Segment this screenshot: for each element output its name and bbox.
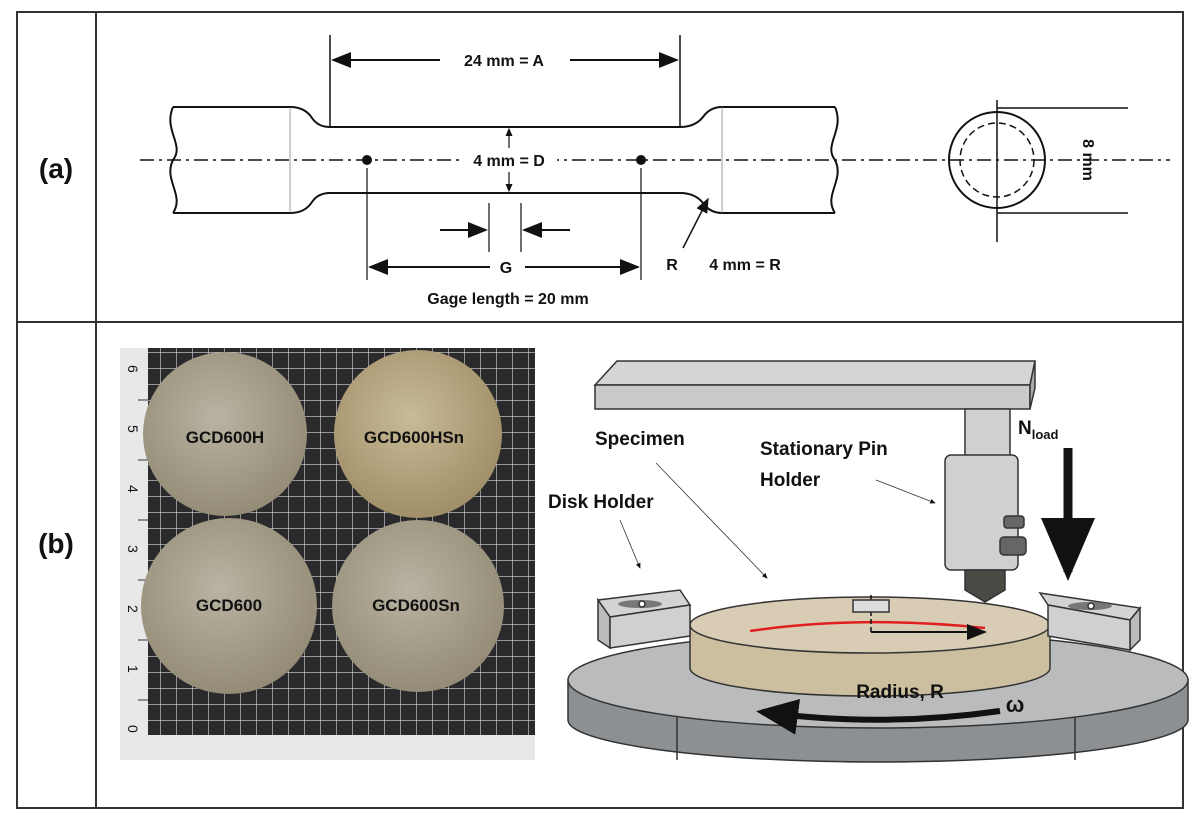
grip-diameter-dimension: 8 mm — [1079, 139, 1096, 181]
load-label: Nload — [1018, 418, 1059, 442]
disk-sample — [334, 350, 502, 518]
disk-holder-right — [1038, 592, 1142, 652]
radius-label: Radius, R — [856, 682, 944, 703]
tensile-specimen-drawing — [140, 35, 1170, 280]
panel-a-label: (a) — [39, 153, 73, 184]
disk-holder-label: Disk Holder — [548, 492, 654, 513]
g-dimension: G — [500, 260, 512, 277]
disk-holder-left — [596, 589, 692, 650]
load-label-main: N — [1018, 418, 1032, 439]
length-dimension: 24 mm = A — [464, 53, 544, 70]
disk-sample — [143, 352, 307, 516]
gage-mark — [636, 155, 646, 165]
ruler-number: 1 — [125, 665, 141, 673]
pin-holder-label-line2: Holder — [760, 470, 821, 491]
disk-sample — [141, 518, 317, 694]
wear-track — [749, 620, 986, 633]
ruler-number: 0 — [125, 725, 141, 733]
ruler-number: 2 — [125, 605, 141, 613]
ruler-number: 6 — [125, 365, 141, 373]
gage-mark — [362, 155, 372, 165]
panel-b-label: (b) — [38, 528, 74, 559]
load-label-sub: load — [1032, 427, 1059, 442]
sample-label: GCD600Sn — [372, 596, 460, 615]
diameter-dimension: 4 mm = D — [473, 153, 545, 170]
pin-holder-label-line1: Stationary Pin — [760, 439, 888, 460]
specimen-label: Specimen — [595, 429, 685, 450]
sample-label: GCD600H — [186, 428, 264, 447]
pin-tip — [964, 569, 1006, 603]
ruler-number: 4 — [125, 485, 141, 493]
omega-label: ω — [1006, 692, 1025, 717]
disk-sample — [332, 520, 504, 692]
load-arm — [593, 360, 1036, 410]
sample-label: GCD600HSn — [364, 428, 464, 447]
gage-length-label: Gage length = 20 mm — [427, 291, 588, 308]
sample-label: GCD600 — [196, 596, 262, 615]
pin-on-disk-schematic — [567, 360, 1189, 763]
specimen-photo: 6 5 4 3 2 1 0 GCD600H GCD600HSn GCD600 G… — [120, 348, 535, 760]
rotation-arrow — [756, 698, 1001, 735]
stationary-pin-holder — [944, 408, 1027, 603]
radius-dimension: 4 mm = R — [709, 257, 781, 274]
ruler-number: 3 — [125, 545, 141, 553]
radius-marker: R — [666, 257, 678, 274]
ruler-number: 5 — [125, 425, 141, 433]
table-frame — [16, 11, 1184, 809]
